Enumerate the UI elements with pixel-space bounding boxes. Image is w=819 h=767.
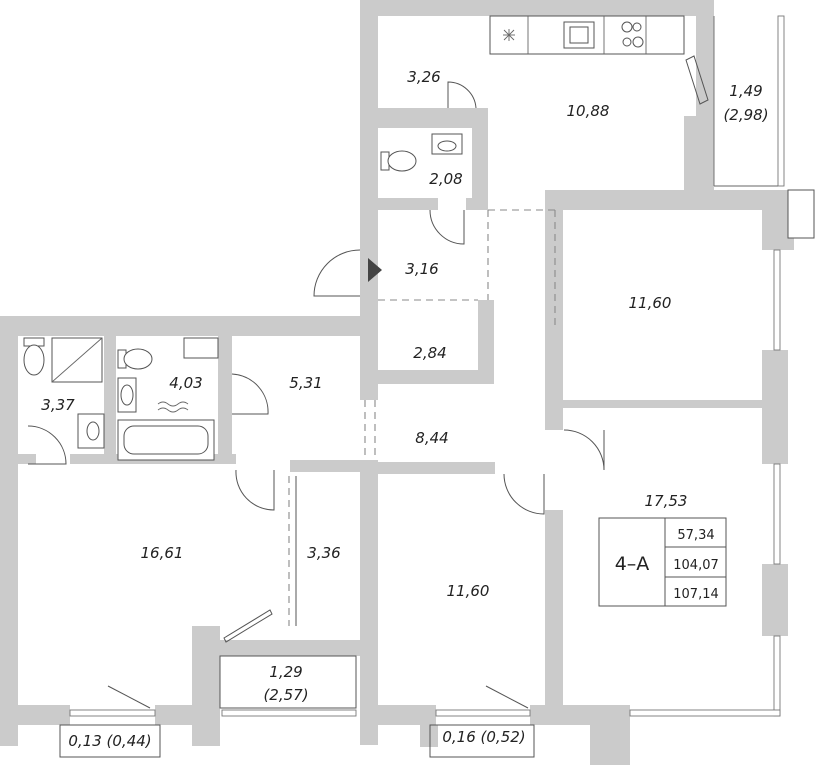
room-wardrobe-area: 3,36 — [307, 544, 340, 562]
room-closet-area: 2,84 — [413, 344, 446, 362]
room-kitchen-area: 10,88 — [567, 102, 610, 120]
room-labels: 3,26 10,88 1,49 (2,98) 2,08 3,16 2,84 11… — [41, 68, 768, 750]
window-living-bottom — [629, 709, 781, 717]
sink-icon — [563, 21, 595, 49]
balcony-ledge — [787, 189, 815, 239]
walls — [0, 0, 794, 765]
window-loggia — [221, 709, 357, 717]
room-bedroom-left-area: 16,61 — [141, 544, 184, 562]
zone-lines — [288, 209, 556, 626]
loggia-middle-full: (2,57) — [263, 686, 308, 704]
balcony-right-area: 1,49 — [729, 82, 762, 100]
room-hall-area: 8,44 — [415, 429, 448, 447]
toilet-icon-bathroom-main — [117, 348, 153, 370]
bathtub-icon — [117, 419, 215, 461]
washing-machine-icon — [183, 337, 219, 359]
window-living-1 — [773, 463, 781, 565]
shower-icon — [51, 337, 103, 383]
window-bedroom-right — [773, 249, 781, 351]
loggia-middle-area: 1,29 — [269, 663, 302, 681]
windows — [69, 15, 815, 717]
toilet-icon — [380, 150, 417, 172]
balcony-left-area: 0,13 (0,44) — [68, 732, 151, 750]
balcony-center-area: 0,16 (0,52) — [442, 728, 525, 746]
room-wc-area: 2,08 — [429, 170, 462, 188]
washbasin-icon — [431, 133, 463, 155]
room-bathroom-main-area: 4,03 — [169, 374, 202, 392]
window-balcony-right — [777, 15, 785, 187]
window-bedroom-left — [69, 709, 156, 717]
living-area-value: 57,34 — [677, 528, 714, 543]
apartment-code: 4–А — [615, 553, 650, 575]
area-summary-table — [598, 517, 727, 607]
balconies — [59, 16, 778, 758]
radiator-icon-bathroom — [157, 401, 189, 413]
summary-values: 4–А 57,34 104,07 107,14 — [615, 528, 719, 602]
window-bedroom-middle — [435, 709, 531, 717]
room-bedroom-middle-area: 11,60 — [447, 582, 490, 600]
room-storage-top-area: 3,26 — [407, 68, 440, 86]
radiator-icon — [503, 29, 515, 41]
entrance-arrow-icon — [368, 258, 382, 282]
cooktop-icon — [621, 21, 644, 48]
balcony-right-full: (2,98) — [723, 106, 768, 124]
room-bathroom-left-area: 3,37 — [41, 396, 75, 414]
doors — [27, 55, 709, 709]
washbasin-icon-left — [77, 413, 105, 449]
toilet-icon-bathroom-left — [23, 337, 45, 376]
room-living-area: 17,53 — [645, 492, 688, 510]
room-dressing-area: 5,31 — [289, 374, 322, 392]
total-area-value: 104,07 — [673, 558, 719, 573]
room-entry-area: 3,16 — [405, 260, 438, 278]
total-with-balconies-value: 107,14 — [673, 587, 719, 602]
washbasin-icon-main — [117, 377, 137, 413]
window-living-2 — [773, 635, 781, 717]
room-bedroom-right-area: 11,60 — [629, 294, 672, 312]
